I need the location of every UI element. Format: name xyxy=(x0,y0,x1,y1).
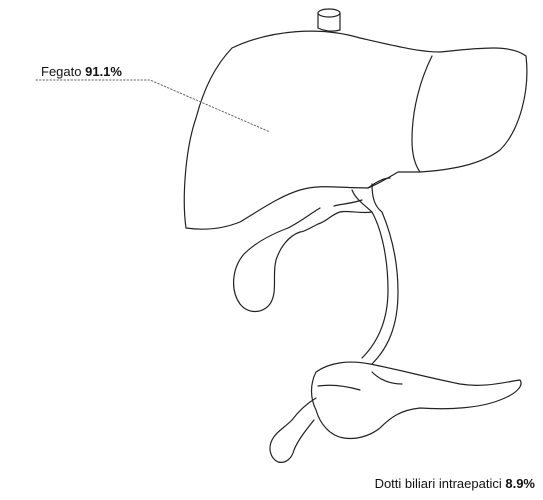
liver-label-name: Fegato xyxy=(41,64,81,79)
duodenum xyxy=(270,398,316,462)
liver xyxy=(184,31,527,229)
bile-ducts xyxy=(300,178,398,364)
gallbladder xyxy=(234,208,320,312)
ducts-label-name: Dotti biliari intraepatici xyxy=(375,476,502,491)
liver-label: Fegato 91.1% xyxy=(41,64,122,79)
liver-leader-line xyxy=(36,80,270,132)
pancreas xyxy=(312,362,522,438)
ducts-label: Dotti biliari intraepatici 8.9% xyxy=(375,476,535,491)
vessel-stump xyxy=(318,9,340,31)
liver-label-value: 91.1% xyxy=(85,64,122,79)
ducts-label-value: 8.9% xyxy=(505,476,535,491)
